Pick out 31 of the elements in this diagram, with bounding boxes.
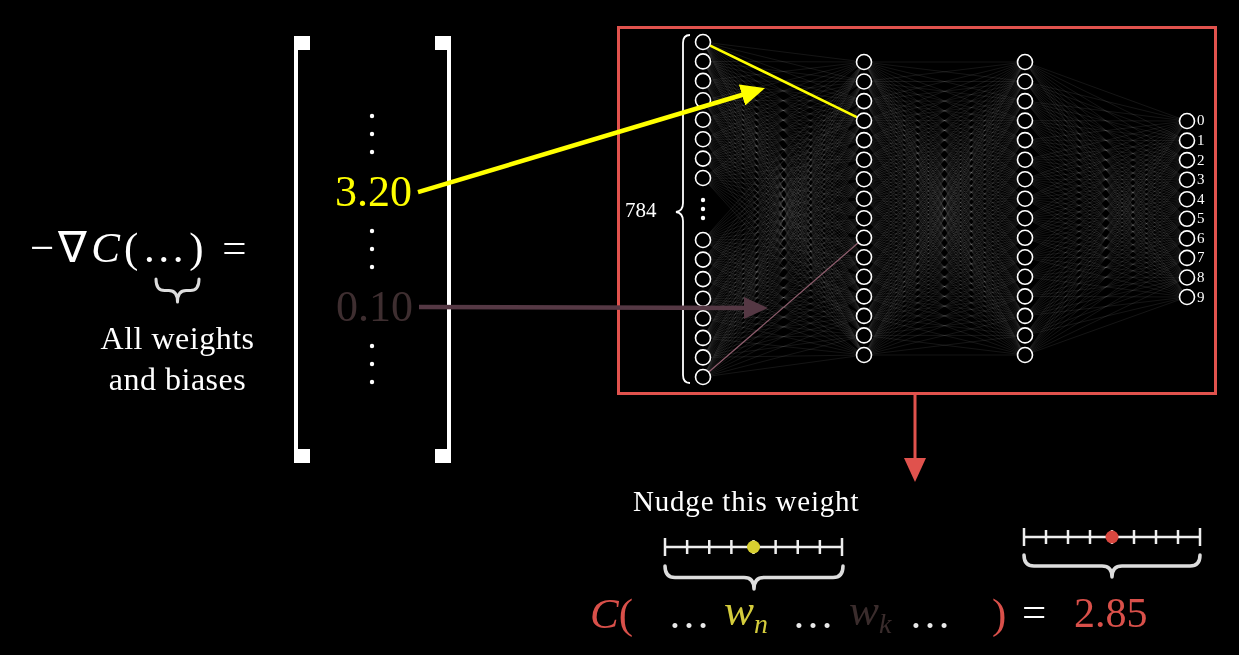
cost-value: 2.85: [1074, 591, 1148, 634]
vector-entry: 3.20: [335, 170, 412, 215]
output-digit-label: 4: [1197, 191, 1205, 207]
ellipsis: …: [668, 592, 710, 635]
output-digit-label: 2: [1197, 152, 1205, 168]
gradient-formula: −∇C(…) =: [30, 226, 251, 269]
weight-variable: w$_{n}$: [724, 588, 768, 634]
output-digit-label: 1: [1197, 133, 1205, 148]
weight-line: [708, 242, 859, 373]
annotation-text: Nudge this weight: [633, 486, 860, 516]
ellipsis: …: [909, 592, 951, 635]
function-symbol: C(: [590, 592, 633, 635]
layer-size-label: 784: [625, 200, 657, 222]
network-frame: [617, 26, 1217, 395]
output-digit-label: 9: [1197, 289, 1205, 305]
weight-variable: w$_{k}$: [849, 588, 892, 634]
arrow: [419, 296, 768, 319]
equals-sign: =: [1022, 590, 1047, 633]
output-digit-label: 3: [1197, 172, 1205, 188]
brace-caption: All weights and biases: [99, 318, 256, 399]
output-digit-label: 5: [1197, 211, 1205, 227]
ellipsis: …: [792, 592, 834, 635]
arrow: [417, 84, 765, 195]
output-digit-label: 0: [1197, 113, 1205, 129]
closing-parenthesis: ): [992, 592, 1007, 635]
output-digit-label: 7: [1197, 250, 1205, 266]
highlighted-weight-line: [708, 44, 859, 119]
arrow: [904, 395, 926, 482]
output-digit-label: 8: [1197, 269, 1205, 285]
output-digit-label: 6: [1197, 230, 1205, 246]
vector-entry: 0.10: [336, 285, 413, 330]
